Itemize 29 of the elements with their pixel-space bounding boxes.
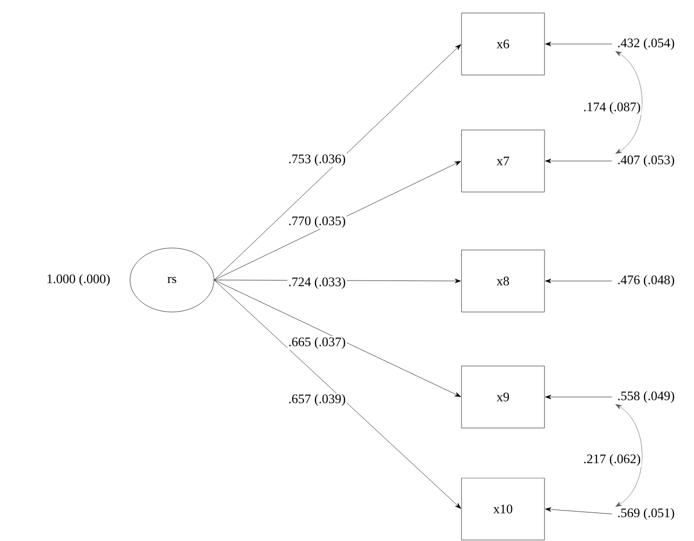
- error-label: .407 (.053): [618, 155, 674, 167]
- error-label: .558 (.049): [618, 391, 674, 403]
- arrow: [214, 280, 462, 509]
- edge-label: .174 (.087): [582, 101, 642, 115]
- variable-box: x8: [461, 250, 545, 312]
- covariance-arrow: [615, 51, 642, 154]
- error-label: .432 (.054): [618, 38, 674, 50]
- edge-label: .724 (.033): [287, 276, 347, 290]
- error-label: .569 (.051): [618, 508, 674, 520]
- arrow: [545, 394, 612, 400]
- variable-box: x9: [461, 366, 545, 428]
- arrow: [214, 280, 461, 397]
- error-label: .476 (.048): [618, 275, 674, 287]
- edge-label: .217 (.062): [582, 453, 642, 467]
- edge-label: .657 (.039): [287, 393, 347, 407]
- arrow: [545, 42, 612, 46]
- variable-box: x7: [461, 130, 545, 192]
- beside-label: 1.000 (.000): [48, 274, 110, 286]
- arrow: [545, 158, 612, 164]
- variable-box: x10: [461, 478, 545, 540]
- variable-box: x6: [461, 12, 545, 76]
- arrow: [214, 44, 462, 280]
- edge-label: .665 (.037): [287, 336, 347, 350]
- covariance-arrow: [615, 404, 642, 507]
- arrow: [545, 278, 612, 284]
- edge-label: .770 (.035): [287, 215, 347, 229]
- arrow: [214, 161, 461, 280]
- arrow: [545, 507, 612, 514]
- edge-label: .753 (.036): [287, 153, 347, 167]
